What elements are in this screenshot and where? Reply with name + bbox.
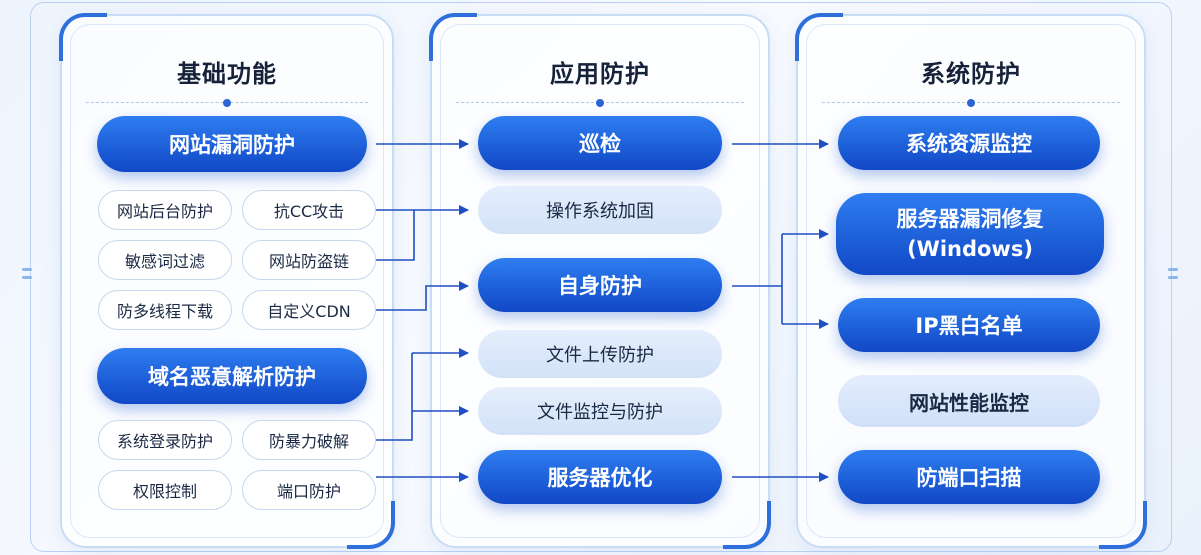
divider-dot: [967, 99, 975, 107]
connector-cdn-to-self-protection: [376, 281, 469, 311]
node-inspection: 巡检: [478, 116, 722, 170]
node-brute-force-protection: 防暴力破解: [242, 420, 376, 460]
panel-divider: [456, 99, 744, 107]
node-server-optimization: 服务器优化: [478, 450, 722, 504]
panel-corner-accent: [59, 13, 107, 61]
decor-tick: [1168, 268, 1178, 271]
node-website-admin-protection: 网站后台防护: [98, 190, 232, 230]
node-sensitive-word-filter: 敏感词过滤: [98, 240, 232, 280]
panel-inner-border: [70, 24, 384, 538]
panel-title-system: 系统防护: [921, 60, 1021, 88]
node-file-monitoring-protection: 文件监控与防护: [478, 387, 722, 435]
node-file-upload-protection: 文件上传防护: [478, 330, 722, 378]
node-self-protection: 自身防护: [478, 258, 722, 312]
node-permission-control: 权限控制: [98, 470, 232, 510]
decor-tick: [1168, 276, 1178, 279]
node-port-protection: 端口防护: [242, 470, 376, 510]
node-website-performance-monitoring: 网站性能监控: [838, 375, 1100, 427]
decor-tick: [22, 268, 32, 271]
node-domain-malicious-resolution-protection: 域名恶意解析防护: [97, 348, 367, 404]
decor-tick: [22, 276, 32, 279]
panel-inner-border: [440, 24, 760, 538]
node-multithread-download-block: 防多线程下载: [98, 290, 232, 330]
panel-title-basic: 基础功能: [177, 60, 277, 88]
panel-corner-accent: [795, 13, 843, 61]
node-ip-blackwhite-list: IP黑白名单: [838, 298, 1100, 352]
panel-corner-accent: [347, 501, 395, 549]
connector-bruteforce-trunk: [376, 353, 413, 441]
node-custom-cdn: 自定义CDN: [242, 290, 376, 330]
node-server-vulnerability-fix: 服务器漏洞修复 (Windows): [836, 193, 1104, 275]
panel-corner-accent: [1099, 501, 1147, 549]
node-system-resource-monitoring: 系统资源监控: [838, 116, 1100, 170]
connector-hotlink-bracket: [376, 210, 415, 261]
panel-title-app: 应用防护: [550, 60, 650, 88]
divider-dot: [596, 99, 604, 107]
node-system-login-protection: 系统登录防护: [98, 420, 232, 460]
panel-corner-accent: [429, 13, 477, 61]
panel-divider: [822, 99, 1120, 107]
node-website-vulnerability-protection: 网站漏洞防护: [97, 116, 367, 172]
panel-inner-border: [806, 24, 1136, 538]
node-server-vulnerability-fix-line2: (Windows): [907, 237, 1033, 261]
node-hotlink-protection: 网站防盗链: [242, 240, 376, 280]
panel-divider: [86, 99, 368, 107]
node-os-hardening: 操作系统加固: [478, 186, 722, 234]
panel-corner-accent: [723, 501, 771, 549]
node-anti-port-scan: 防端口扫描: [838, 450, 1100, 504]
divider-dot: [223, 99, 231, 107]
node-anti-cc-attack: 抗CC攻击: [242, 190, 376, 230]
node-server-vulnerability-fix-line1: 服务器漏洞修复: [896, 207, 1044, 231]
